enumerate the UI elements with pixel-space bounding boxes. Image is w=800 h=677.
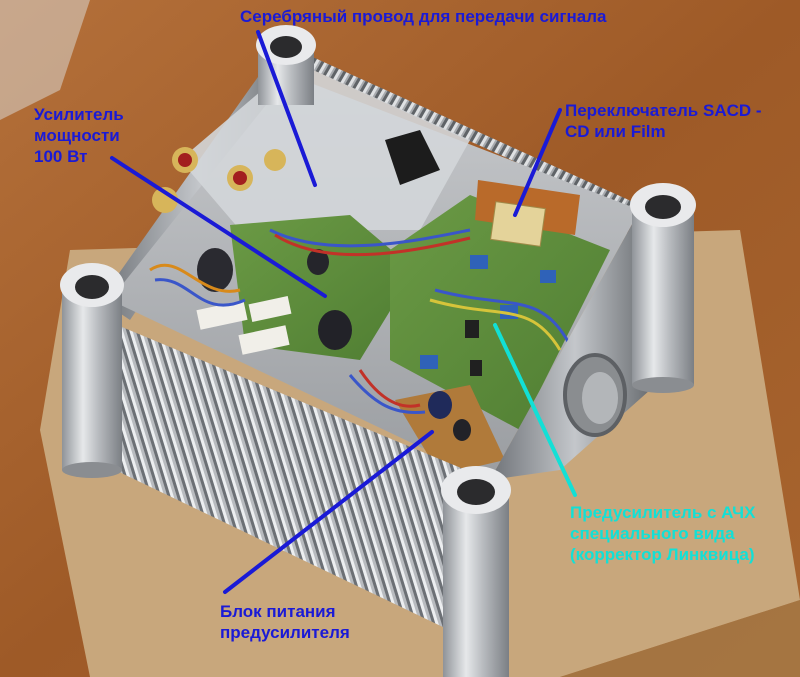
label-line: Серебряный провод для передачи сигнала — [240, 7, 607, 26]
label-line: 100 Вт — [34, 147, 88, 166]
label-line: (корректор Линквица) — [570, 545, 755, 564]
label-sacd-switch: Переключатель SACD - CD или Film — [565, 100, 762, 142]
front-heatsink — [105, 320, 490, 640]
label-preamp: Предусилитель с АЧХ специального вида (к… — [570, 502, 755, 565]
label-psu: Блок питания предусилителя — [220, 601, 350, 643]
corner-pillars — [60, 25, 696, 677]
back-heatsink — [275, 40, 655, 225]
label-line: Предусилитель с АЧХ — [570, 503, 756, 522]
label-line: CD или Film — [565, 122, 666, 141]
label-line: предусилителя — [220, 623, 350, 642]
label-silver-wire: Серебряный провод для передачи сигнала — [240, 6, 606, 27]
pointer-psu — [223, 430, 434, 594]
power-resistors — [196, 296, 292, 355]
pointer-preamp — [493, 323, 577, 497]
wires — [149, 228, 572, 415]
pointer-silver-wire — [256, 30, 317, 187]
back-panel — [180, 62, 470, 230]
pointer-power-amp — [110, 156, 327, 298]
rca-connectors — [152, 147, 286, 213]
label-power-amp: Усилитель мощности 100 Вт — [34, 104, 124, 167]
label-line: Блок питания — [220, 602, 336, 621]
label-line: Усилитель — [34, 105, 124, 124]
pointer-sacd-switch — [513, 108, 562, 217]
annotation-pointers — [110, 30, 577, 594]
power-amp-pcb — [230, 215, 415, 360]
psu-pcb — [395, 385, 505, 475]
signal-plug — [385, 130, 440, 185]
label-line: мощности — [34, 126, 120, 145]
label-line: специального вида — [570, 524, 735, 543]
capacitors — [197, 248, 556, 441]
label-line: Переключатель SACD - — [565, 101, 762, 120]
